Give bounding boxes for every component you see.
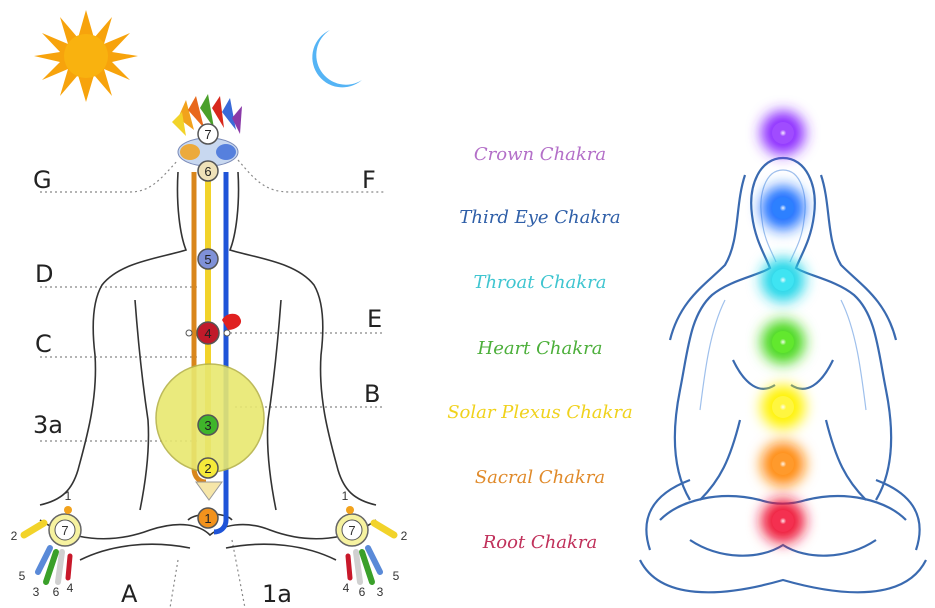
- chakra-orb-root: [761, 499, 805, 543]
- chakra-orb-sacral: [761, 442, 805, 486]
- chakra-orb-heart: [761, 320, 805, 364]
- chakra-orb-crown: [761, 111, 805, 155]
- chakra-orb-solar-plexus: [761, 385, 805, 429]
- chakra-orb-throat: [761, 258, 805, 302]
- chakra-orb-third-eye: [761, 186, 805, 230]
